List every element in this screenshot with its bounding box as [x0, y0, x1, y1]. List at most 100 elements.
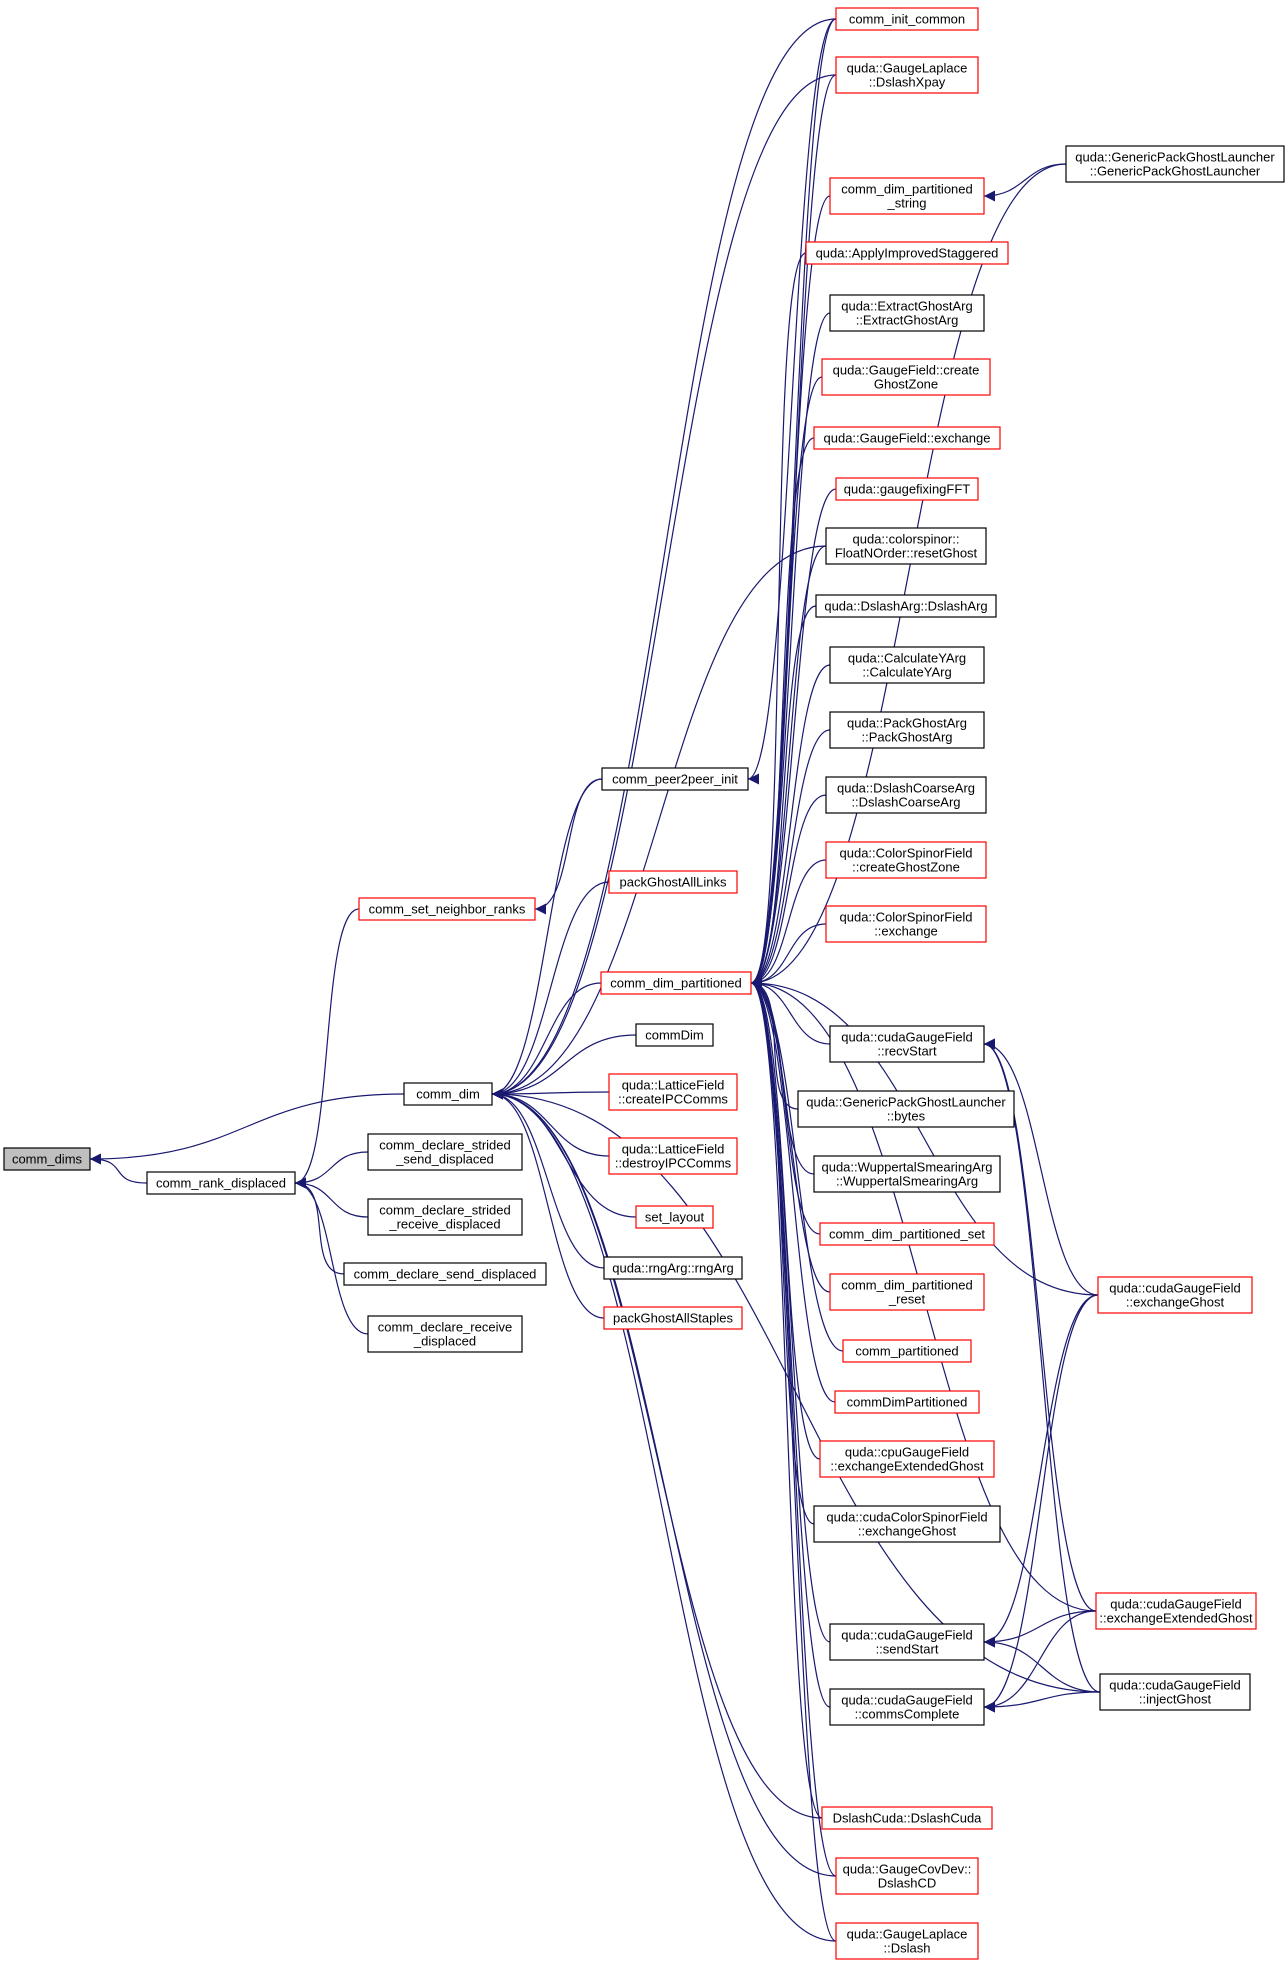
edge-comm_declare_receive_displaced-to-comm_rank_displaced: [294, 1177, 369, 1335]
node-box: [1097, 1276, 1253, 1314]
node-box: [829, 1688, 985, 1726]
node-label: quda::GaugeCovDev::: [843, 1862, 972, 1877]
node-label: comm_init_common: [849, 12, 965, 27]
node-box: [815, 594, 997, 618]
node-label: ::DslashXpay: [869, 75, 946, 90]
node-comm_partitioned[interactable]: comm_partitioned: [842, 1339, 972, 1363]
node-gaugefixingFFT[interactable]: quda::gaugefixingFFT: [835, 477, 979, 501]
node-box: [797, 1090, 1015, 1128]
node-label: ::commsComplete: [855, 1707, 960, 1722]
edge-ApplyImprovedStaggered-to-comm_dim_partitioned: [750, 252, 807, 989]
node-box: [829, 1273, 985, 1311]
node-cudaExchangeExtendedGhost[interactable]: quda::cudaGaugeField::exchangeExtendedGh…: [1095, 1592, 1257, 1630]
node-GaugeFieldExchange[interactable]: quda::GaugeField::exchange: [813, 426, 1001, 450]
node-packGhostAllLinks[interactable]: packGhostAllLinks: [608, 870, 738, 894]
node-GaugeFieldCreateGhostZone[interactable]: quda::GaugeField::createGhostZone: [821, 358, 991, 396]
node-recvStart: quda::cudaGaugeField::recvStart: [829, 1025, 985, 1063]
node-set_layout[interactable]: set_layout: [635, 1205, 714, 1229]
node-label: ::WuppertalSmearingArg: [836, 1174, 978, 1189]
node-comm_dim_partitioned_set[interactable]: comm_dim_partitioned_set: [819, 1222, 995, 1246]
edge-commDim-to-comm_dim: [491, 1034, 637, 1100]
node-label: _string: [886, 196, 926, 211]
edge-CalculateYArg-to-comm_dim_partitioned: [750, 664, 831, 989]
node-box: [825, 776, 987, 814]
node-DslashCuda[interactable]: DslashCuda::DslashCuda: [821, 1806, 993, 1830]
edge-comm_declare_strided_send_displaced-to-comm_rank_displaced: [294, 1151, 369, 1189]
node-label: quda::cudaColorSpinorField: [826, 1510, 987, 1525]
node-packGhostAllStaples[interactable]: packGhostAllStaples: [603, 1306, 743, 1330]
node-box: [825, 527, 987, 565]
node-comm_dim_partitioned_reset[interactable]: comm_dim_partitioned_reset: [829, 1273, 985, 1311]
edge-comm_dim_partitioned-to-comm_dim: [491, 982, 602, 1100]
node-box: [821, 1806, 993, 1830]
node-label: FloatNOrder::resetGhost: [835, 546, 978, 561]
node-label: quda::PackGhostArg: [847, 716, 967, 731]
node-box: [834, 1390, 980, 1414]
node-label: ::CalculateYArg: [862, 665, 951, 680]
node-box: [829, 1025, 985, 1063]
node-label: quda::cudaGaugeField: [841, 1693, 973, 1708]
node-GaugeLaplaceDslash[interactable]: quda::GaugeLaplace::Dslash: [835, 1922, 979, 1960]
node-label: quda::cudaGaugeField: [841, 1628, 973, 1643]
node-comm_rank_displaced: comm_rank_displaced: [146, 1171, 296, 1195]
node-ColorSpinorFieldCreateGhostZone[interactable]: quda::ColorSpinorField::createGhostZone: [825, 841, 987, 879]
node-label: quda::ApplyImprovedStaggered: [816, 246, 999, 261]
node-box: [603, 1306, 743, 1330]
node-box: [600, 971, 752, 995]
node-cudaExchangeGhost[interactable]: quda::cudaGaugeField::exchangeGhost: [1097, 1276, 1253, 1314]
node-label: _send_displaced: [395, 1152, 494, 1167]
node-box: [813, 1505, 1001, 1543]
node-comm_dim_partitioned_string[interactable]: comm_dim_partitioned_string: [829, 177, 985, 215]
node-label: quda::ColorSpinorField: [840, 846, 973, 861]
node-destroyIPCComms[interactable]: quda::LatticeField::destroyIPCComms: [608, 1137, 738, 1175]
node-GaugeCovDevDslashCD[interactable]: quda::GaugeCovDev::DslashCD: [835, 1857, 979, 1895]
node-label: comm_declare_send_displaced: [354, 1267, 537, 1282]
node-box: [635, 1205, 714, 1229]
edge-packGhostAllLinks-to-comm_dim: [491, 881, 610, 1100]
node-label: quda::cpuGaugeField: [845, 1445, 969, 1460]
node-createIPCComms[interactable]: quda::LatticeField::createIPCComms: [608, 1073, 738, 1111]
node-box: [835, 1857, 979, 1895]
node-box: [367, 1315, 523, 1353]
node-label: quda::DslashArg::DslashArg: [824, 599, 987, 614]
edge-GenericPackGhostLauncher-to-comm_dim_partitioned: [750, 163, 1067, 989]
node-box: [343, 1262, 547, 1286]
node-box: [1095, 1592, 1257, 1630]
node-commDimPartitioned[interactable]: commDimPartitioned: [834, 1390, 980, 1414]
edge-ExtractGhostArg-to-comm_dim_partitioned: [750, 312, 831, 989]
edge-packGhostAllStaples-to-comm_dim: [491, 1088, 605, 1319]
node-GaugeLaplaceDslashXpay[interactable]: quda::GaugeLaplace::DslashXpay: [835, 56, 979, 94]
node-comm_dim_partitioned[interactable]: comm_dim_partitioned: [600, 971, 752, 995]
node-label: quda::ColorSpinorField: [840, 910, 973, 925]
node-PackGhostArg: quda::PackGhostArg::PackGhostArg: [829, 711, 985, 749]
node-label: DslashCuda::DslashCuda: [833, 1811, 983, 1826]
node-label: quda::DslashCoarseArg: [837, 781, 975, 796]
edge-ColorSpinorFieldCreateGhostZone-to-comm_dim_partitioned: [750, 859, 827, 989]
node-box: [1065, 145, 1285, 183]
node-FloatNOrderResetGhost: quda::colorspinor::FloatNOrder::resetGho…: [825, 527, 987, 565]
node-label: quda::GenericPackGhostLauncher: [1075, 150, 1275, 165]
node-label: DslashCD: [878, 1876, 937, 1891]
node-cpuExchangeExtendedGhost[interactable]: quda::cpuGaugeField::exchangeExtendedGho…: [819, 1440, 995, 1478]
node-label: ::sendStart: [876, 1642, 939, 1657]
node-ApplyImprovedStaggered[interactable]: quda::ApplyImprovedStaggered: [805, 241, 1009, 265]
node-box: [635, 1023, 714, 1047]
edge-comm_set_neighbor_ranks-to-comm_rank_displaced: [294, 908, 360, 1189]
edge-cudaExchangeExtendedGhost-to-commsComplete: [983, 1610, 1097, 1713]
node-comm_set_neighbor_ranks[interactable]: comm_set_neighbor_ranks: [358, 897, 536, 921]
edge-comm_declare_send_displaced-to-comm_rank_displaced: [294, 1177, 345, 1275]
node-box: [825, 905, 987, 943]
node-label: ::recvStart: [877, 1044, 937, 1059]
edge-GaugeFieldCreateGhostZone-to-comm_dim_partitioned: [750, 376, 823, 989]
edge-GaugeFieldExchange-to-comm_dim_partitioned: [750, 437, 815, 989]
node-label: quda::GaugeField::create: [833, 363, 980, 378]
node-label: ::ExtractGhostArg: [856, 313, 959, 328]
node-label: comm_dims: [12, 1152, 83, 1167]
node-label: ::exchangeExtendedGhost: [830, 1459, 984, 1474]
node-box: [829, 646, 985, 684]
node-label: commDimPartitioned: [847, 1395, 968, 1410]
node-label: ::PackGhostArg: [861, 730, 952, 745]
edge-comm_rank_displaced-to-comm_dims: [89, 1153, 148, 1184]
node-comm_init_common[interactable]: comm_init_common: [835, 7, 979, 31]
node-ColorSpinorFieldExchange[interactable]: quda::ColorSpinorField::exchange: [825, 905, 987, 943]
